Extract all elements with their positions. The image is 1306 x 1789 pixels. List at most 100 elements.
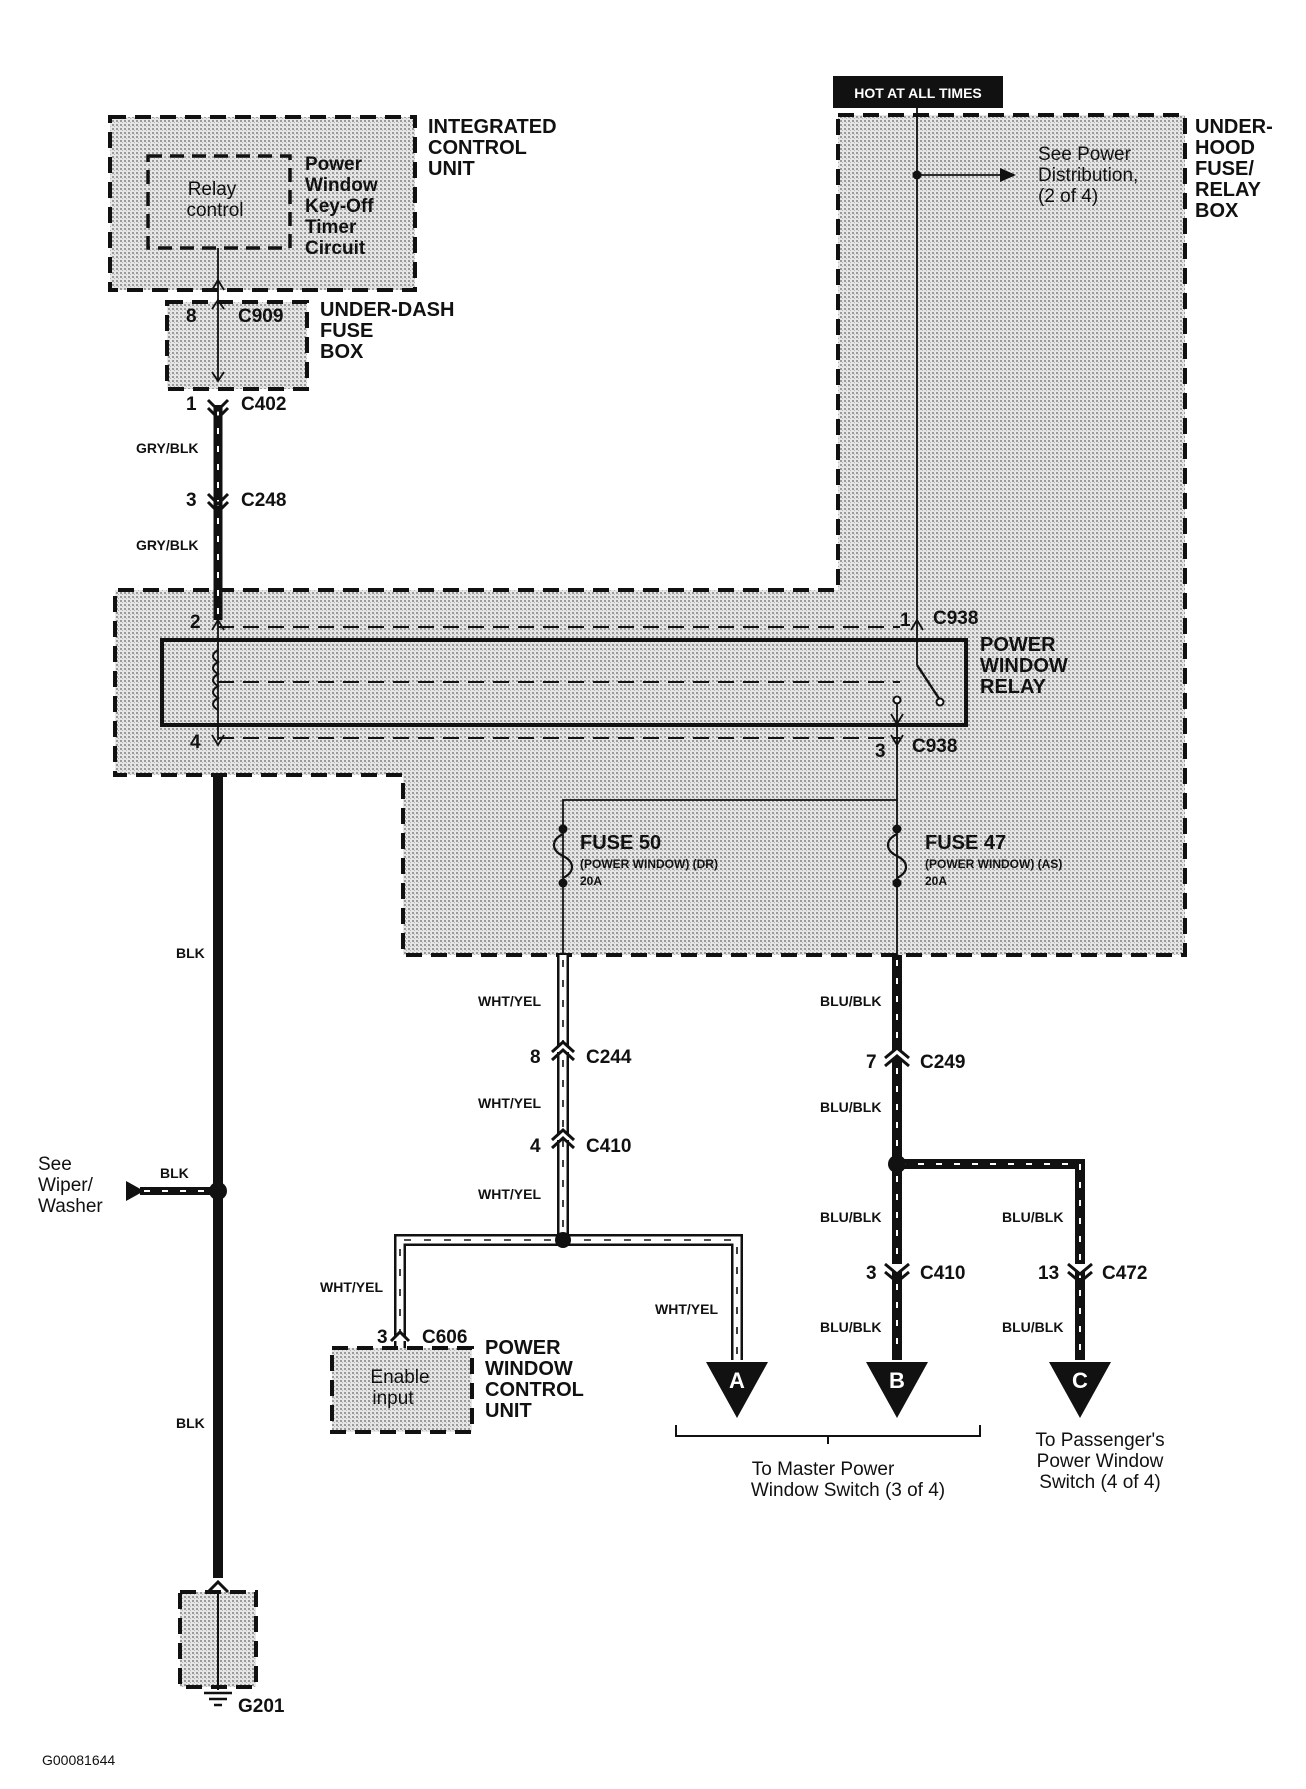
wht-yel-label-5: WHT/YEL xyxy=(655,1301,718,1317)
c410a-pin: 4 xyxy=(530,1136,541,1157)
c410b-pin: 3 xyxy=(866,1263,877,1284)
relay-control-line-2: control xyxy=(186,200,243,221)
blu-blk-label-5: BLU/BLK xyxy=(1002,1209,1063,1225)
under-dash-title: UNDER-DASH FUSE BOX xyxy=(320,299,454,363)
relay-switch-contact xyxy=(935,697,945,707)
power-window-relay-box xyxy=(160,638,968,727)
relay-pin1-connector-icon xyxy=(910,618,924,631)
blu-blk-wire-stripe xyxy=(896,960,1081,1355)
c472-connector: 13 C472 xyxy=(1038,1262,1147,1284)
blk-wiper-label: BLK xyxy=(160,1165,189,1181)
icu-title-line-2: CONTROL xyxy=(428,137,527,159)
c249-pin: 7 xyxy=(866,1052,877,1073)
underhood-title-line-5: BOX xyxy=(1195,200,1239,222)
power-window-control-unit-box xyxy=(330,1346,474,1434)
pwcu-title-line-1: POWER xyxy=(485,1337,561,1359)
under-dash-fuse-box xyxy=(165,300,309,391)
relay-pin-2: 2 xyxy=(190,612,201,633)
underhood-title-line-3: FUSE/ xyxy=(1195,158,1254,180)
ground-connector-icon xyxy=(206,1579,230,1594)
enable-input-line-1: Enable xyxy=(370,1367,429,1388)
pwcu-title-line-3: CONTROL xyxy=(485,1379,584,1401)
fuse47-name: FUSE 47 xyxy=(925,832,1006,854)
wiper-note-line-2: Wiper/ xyxy=(38,1175,94,1196)
fuse50-bottom-node xyxy=(558,878,568,888)
blu-blk-label-3: BLU/BLK xyxy=(820,1209,881,1225)
blk-label-1: BLK xyxy=(176,945,205,961)
fuse50-top-node xyxy=(558,824,568,834)
c410b-name: C410 xyxy=(920,1263,965,1284)
circuit-line-5: Circuit xyxy=(305,238,366,259)
icu-connector-icon xyxy=(211,278,225,291)
relay-inner-arrow-icon xyxy=(890,713,904,726)
c410b-connector: 3 C410 xyxy=(866,1262,965,1284)
wht-yel-label-3: WHT/YEL xyxy=(478,1186,541,1202)
c472-name: C472 xyxy=(1102,1263,1147,1284)
fuse50-rating: 20A xyxy=(580,874,602,888)
relay-control-line-1: Relay xyxy=(188,179,237,200)
terminal-a-label: A xyxy=(729,1368,745,1393)
c248-pin: 3 xyxy=(186,490,197,511)
relay-pin4-connector-icon xyxy=(211,734,225,747)
ground-label: G201 xyxy=(238,1696,285,1717)
relay-pin2-connector-icon xyxy=(211,618,225,631)
circuit-line-4: Timer xyxy=(305,217,357,238)
relay-title-line-2: WINDOW xyxy=(980,655,1068,677)
pwcu-title-line-2: WINDOW xyxy=(485,1358,573,1380)
c606-pin: 3 xyxy=(377,1327,388,1348)
passenger-note-line-3: Switch (4 of 4) xyxy=(1039,1472,1160,1493)
underhood-title-line-2: HOOD xyxy=(1195,137,1255,159)
underdash-title-line-2: FUSE xyxy=(320,320,373,342)
passenger-note-line-2: Power Window xyxy=(1037,1451,1164,1472)
passenger-note-line-1: To Passenger's xyxy=(1035,1430,1164,1451)
wiper-note-line-1: See xyxy=(38,1154,72,1175)
master-note-line-1: To Master Power xyxy=(752,1459,895,1480)
relay-pin-3: 3 xyxy=(875,741,886,762)
master-note-line-2: Window Switch (3 of 4) xyxy=(751,1480,945,1501)
icu-title-line-3: UNIT xyxy=(428,158,475,180)
power-distribution-note-2: Distribution, xyxy=(1038,165,1138,186)
key-off-timer-label: Power Window Key-Off Timer Circuit xyxy=(305,154,378,259)
terminal-c-label: C xyxy=(1072,1368,1088,1393)
c244-name: C244 xyxy=(586,1047,632,1068)
power-window-control-unit-title: POWER WINDOW CONTROL UNIT xyxy=(485,1337,584,1422)
c249-connector: 7 C249 xyxy=(866,1046,965,1073)
relay-switch-arm xyxy=(915,664,942,701)
icu-title-line-1: INTEGRATED xyxy=(428,116,557,138)
master-switch-bracket xyxy=(675,1425,981,1444)
hot-at-all-times-badge xyxy=(833,76,1003,108)
circuit-line-1: Power xyxy=(305,154,363,175)
wiper-washer-arrow-icon xyxy=(126,1181,144,1201)
fuse47-icon xyxy=(886,833,908,879)
relay-output-node xyxy=(892,695,902,705)
blk-label-2: BLK xyxy=(176,1415,205,1431)
terminal-b-label: B xyxy=(889,1368,905,1393)
underdash-pin: 8 xyxy=(186,306,197,327)
blu-blk-label-2: BLU/BLK xyxy=(820,1099,881,1115)
c606-name: C606 xyxy=(422,1327,467,1348)
hot-at-all-times-text: HOT AT ALL TIMES xyxy=(854,85,982,101)
relay-pin-1: 1 xyxy=(900,610,911,631)
fuse50-desc: (POWER WINDOW) (DR) xyxy=(580,857,718,871)
c909-arrow-top-icon xyxy=(211,298,225,310)
c248-connector: 3 C248 xyxy=(186,490,286,515)
blu-blk-label-4: BLU/BLK xyxy=(820,1319,881,1335)
pwcu-title-line-4: UNIT xyxy=(485,1400,532,1422)
c244-pin: 8 xyxy=(530,1047,541,1068)
relay-title-line-1: POWER xyxy=(980,634,1056,656)
c402-pin: 1 xyxy=(186,394,197,415)
c410a-connector: 4 C410 xyxy=(530,1127,631,1157)
terminal-a-icon xyxy=(706,1362,768,1418)
underdash-title-line-1: UNDER-DASH xyxy=(320,299,454,321)
wiper-note-line-3: Washer xyxy=(38,1196,103,1217)
fuse47-rating: 20A xyxy=(925,874,947,888)
underdash-connector: C909 xyxy=(238,306,283,327)
enable-input-line-2: input xyxy=(372,1388,414,1409)
relay-coil-icon xyxy=(212,649,220,711)
c606-connector: 3 C606 xyxy=(377,1327,467,1348)
underdash-title-line-3: BOX xyxy=(320,341,364,363)
power-window-relay-title: POWER WINDOW RELAY xyxy=(980,634,1068,698)
c402-connector: 1 C402 xyxy=(186,394,286,421)
fuse50-name: FUSE 50 xyxy=(580,832,661,854)
